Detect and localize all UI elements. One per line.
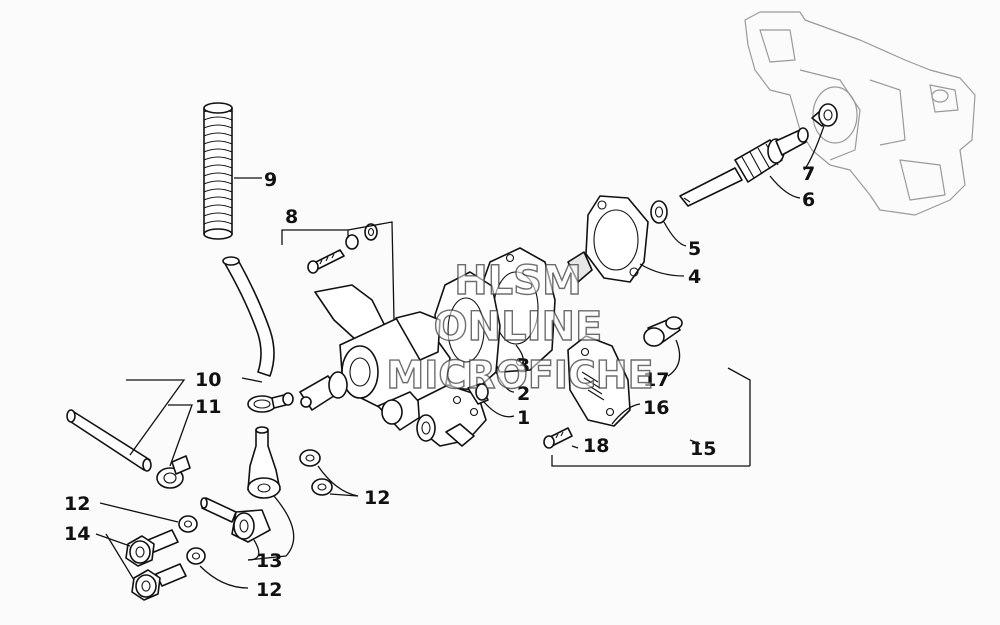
callout-17: 17 <box>643 369 669 391</box>
part-11-hose-clamp-upper <box>247 392 294 413</box>
part-6-drive-gear-shaft <box>679 127 809 207</box>
callout-numbers: 1 2 3 4 5 6 7 8 9 10 11 12 12 12 13 14 1… <box>64 163 815 601</box>
watermark-line-1: HLSM <box>454 258 582 304</box>
callout-2: 2 <box>517 383 530 405</box>
part-14-banjo-bolts <box>125 529 187 601</box>
callout-14: 14 <box>64 523 90 545</box>
callout-15: 15 <box>690 438 716 460</box>
callout-13: 13 <box>256 550 282 572</box>
part-18-screw <box>543 427 573 449</box>
part-16-cover-plate <box>567 335 631 427</box>
callout-12-left: 12 <box>64 493 90 515</box>
callout-3: 3 <box>517 355 530 377</box>
part-13-banjo-fitting-upper <box>247 426 281 499</box>
callout-9: 9 <box>264 169 277 191</box>
watermark-line-3: MICROFICHE <box>386 353 653 397</box>
part-10-oil-hose-straight <box>66 409 152 472</box>
watermark: HLSM ONLINE MICROFICHE <box>386 257 655 397</box>
callout-4: 4 <box>688 266 701 288</box>
part-8-screw-and-washers <box>307 223 378 274</box>
callout-10: 10 <box>195 369 221 391</box>
leader-lines <box>95 125 825 589</box>
part-13-banjo-fitting-lower <box>200 497 271 543</box>
callout-12-right: 12 <box>364 487 390 509</box>
callout-8: 8 <box>285 206 298 228</box>
callout-1: 1 <box>517 407 530 429</box>
watermark-line-2: ONLINE <box>434 304 603 350</box>
part-9-hose-spring <box>203 102 233 240</box>
part-5-washer <box>650 200 668 224</box>
callout-6: 6 <box>802 189 815 211</box>
callout-5: 5 <box>688 238 701 260</box>
callout-12-bottom: 12 <box>256 579 282 601</box>
callout-11: 11 <box>195 396 221 418</box>
part-7-bushing <box>811 103 838 127</box>
callout-7: 7 <box>802 163 815 185</box>
part-4-gasket <box>585 195 649 283</box>
part-10-oil-hose-curved <box>222 256 275 377</box>
part-17-fitting <box>643 316 683 347</box>
part-11-hose-clamp-lower <box>156 455 191 489</box>
engine-block-outline <box>744 11 976 216</box>
oil-injection-pump-body <box>299 284 489 447</box>
part-12-washers <box>178 449 333 565</box>
callout-16: 16 <box>643 397 669 419</box>
callout-18: 18 <box>583 435 609 457</box>
